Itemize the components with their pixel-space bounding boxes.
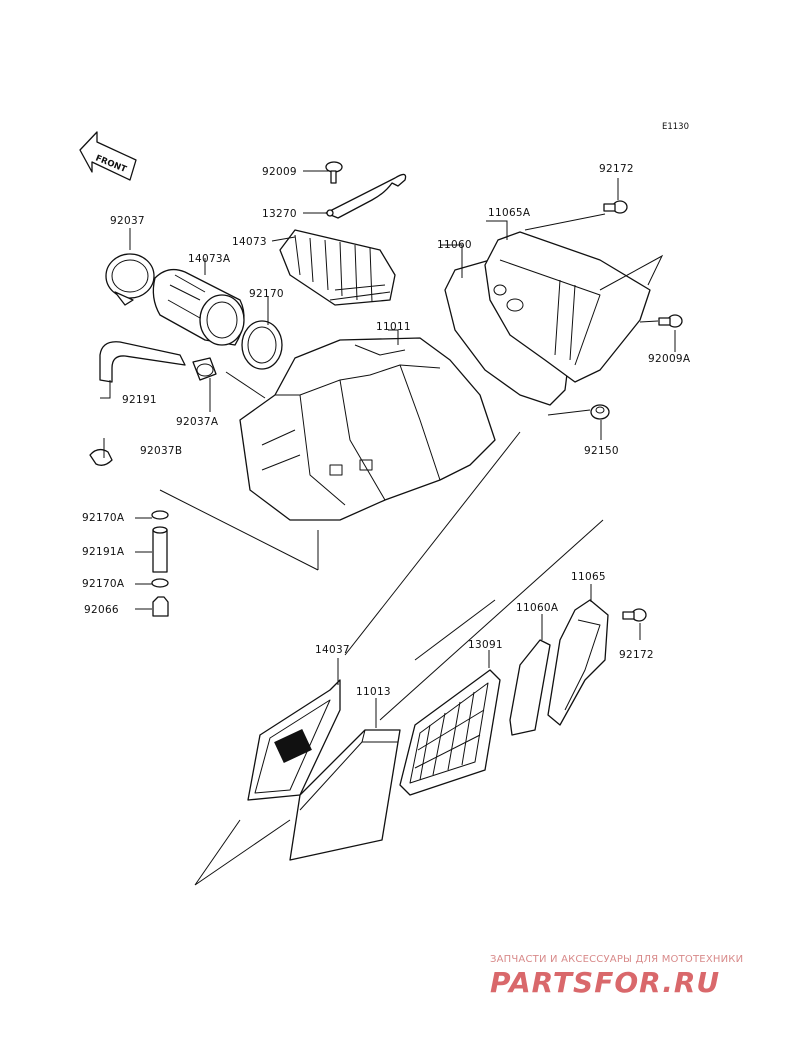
part-label-11013: 11013 (356, 686, 391, 698)
bolt-92172-top-part (603, 200, 628, 214)
part-label-14073A: 14073A (188, 253, 231, 265)
grommet-92150-part (590, 404, 610, 420)
part-label-92066: 92066 (84, 604, 119, 616)
hose-92191-part (99, 341, 186, 383)
part-label-11060: 11060 (437, 239, 472, 251)
diagram-code: E1130 (662, 122, 689, 132)
hose-92191A-part (152, 526, 168, 573)
part-label-92172-bottom: 92172 (619, 649, 654, 661)
part-label-92009A: 92009A (648, 353, 691, 365)
clip-92037B-part (89, 448, 113, 466)
watermark-tagline: ЗАПЧАСТИ И АКСЕССУАРЫ ДЛЯ МОТОТЕХНИКИ (490, 954, 743, 965)
watermark-logo-text: PARTSFOR.RU (490, 966, 720, 999)
cap-92066-part (152, 596, 169, 617)
bracket-13270-part (325, 173, 407, 219)
front-arrow-icon: FRONT (79, 131, 137, 181)
part-label-14073: 14073 (232, 236, 267, 248)
foam-11013-part (289, 729, 401, 861)
watermark-logo: ЗАПЧАСТИ И АКСЕССУАРЫ ДЛЯ МОТОТЕХНИКИ PA… (490, 954, 743, 999)
gasket-11060A-part (509, 639, 551, 736)
cap-11065A-part (484, 231, 651, 383)
part-label-11060A: 11060A (516, 602, 559, 614)
grille-13091-part (399, 669, 501, 796)
clamp-92170A-lower-part (151, 578, 169, 588)
part-label-92170A-lower: 92170A (82, 578, 125, 590)
bolt-92009A-part (658, 314, 683, 328)
part-label-92172-top: 92172 (599, 163, 634, 175)
bolt-92172-bottom-part (622, 608, 647, 622)
part-label-11065: 11065 (571, 571, 606, 583)
part-label-92037B: 92037B (140, 445, 182, 457)
part-label-92191: 92191 (122, 394, 157, 406)
clamp-92037A-part (192, 357, 217, 381)
part-label-11011: 11011 (376, 321, 411, 333)
clamp-92037-part (105, 253, 155, 306)
part-label-11065A: 11065A (488, 207, 531, 219)
duct-14073-part (279, 229, 396, 306)
part-label-92191A: 92191A (82, 546, 125, 558)
screen-14037-part (247, 679, 341, 801)
part-label-92037: 92037 (110, 215, 145, 227)
part-label-92170A-upper: 92170A (82, 512, 125, 524)
part-label-13091: 13091 (468, 639, 503, 651)
part-label-92037A: 92037A (176, 416, 219, 428)
case-11011-part (239, 337, 496, 521)
part-label-92170: 92170 (249, 288, 284, 300)
cover-11065-part (547, 599, 609, 726)
clamp-92170A-upper-part (151, 510, 169, 520)
part-label-92150: 92150 (584, 445, 619, 457)
leader-lines (100, 170, 676, 886)
part-label-14037: 14037 (315, 644, 350, 656)
bolt-92009-part (325, 161, 343, 184)
holder-14073A-part (152, 268, 245, 346)
part-label-92009: 92009 (262, 166, 297, 178)
part-label-13270: 13270 (262, 208, 297, 220)
clamp-92170-part (241, 320, 283, 370)
